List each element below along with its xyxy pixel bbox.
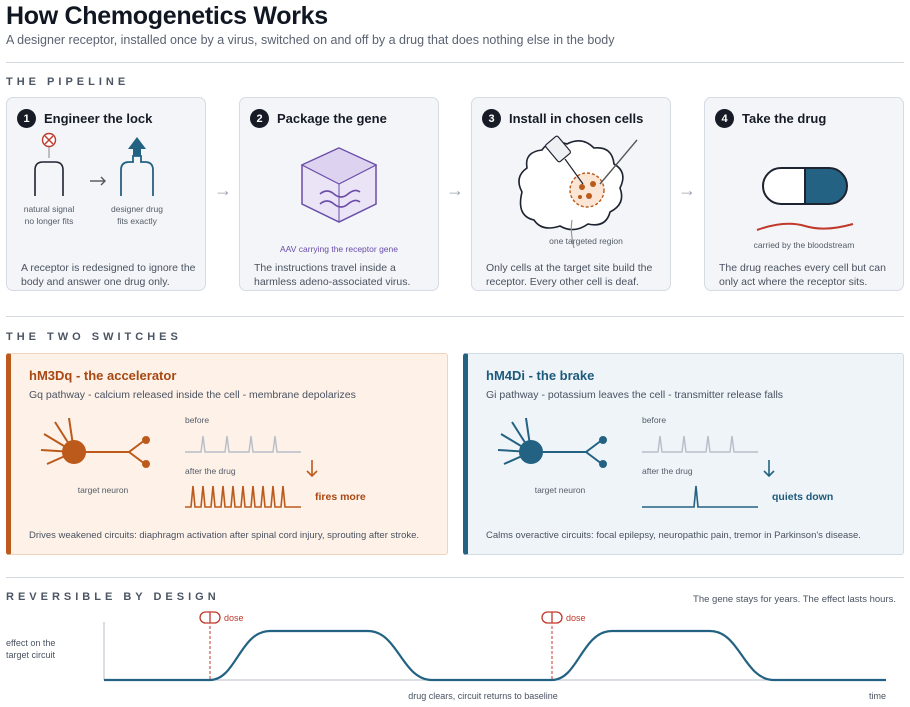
caption: designer drug <box>111 204 163 214</box>
before-label: before <box>185 415 209 425</box>
divider <box>6 62 904 63</box>
effect-curve <box>104 629 886 682</box>
switch-subtitle: Gi pathway - potassium leaves the cell -… <box>486 389 784 401</box>
before-label: before <box>642 415 666 425</box>
capsule-icon <box>762 167 848 205</box>
increased-spike-trace <box>185 485 301 508</box>
dose-marker: dose <box>541 611 586 680</box>
switch-title: hM3Dq - the accelerator <box>29 368 177 383</box>
switch-footer: Calms overactive circuits: focal epileps… <box>486 530 861 541</box>
blocked-signal-icon <box>41 132 57 158</box>
divider <box>6 316 904 317</box>
reduced-spike-trace <box>642 485 758 508</box>
section-label-pipeline: THE PIPELINE <box>6 76 130 88</box>
section-label-switches: THE TWO SWITCHES <box>6 331 182 343</box>
caption: fits exactly <box>117 216 157 226</box>
arrow-down-icon <box>763 460 775 478</box>
caption: AAV carrying the receptor gene <box>280 244 398 254</box>
pipeline-card-1: 1 Engineer the lock natural signal no lo… <box>6 97 206 291</box>
section-label-reversible: REVERSIBLE BY DESIGN <box>6 591 220 603</box>
neuron-icon <box>497 417 607 468</box>
step-number: 4 <box>715 109 734 128</box>
step-title: Engineer the lock <box>44 111 153 126</box>
caption: no longer fits <box>25 216 74 226</box>
natural-receptor-icon <box>34 161 64 196</box>
card-description: The instructions travel inside a harmles… <box>254 262 411 288</box>
page-title: How Chemogenetics Works <box>6 2 328 30</box>
syringe-icon <box>545 135 638 185</box>
caption: one targeted region <box>549 236 623 246</box>
switch-title: hM4Di - the brake <box>486 368 595 383</box>
reversible-timeline: effect on the target circuit dose dose d… <box>6 611 886 701</box>
arrow-right-icon: → <box>214 180 232 200</box>
divider <box>6 577 904 578</box>
pipeline-card-2: 2 Package the gene AAV carrying the rece… <box>239 97 439 291</box>
target-region-icon <box>569 172 605 208</box>
arrow-right-icon <box>90 176 106 186</box>
arrow-right-icon: → <box>678 180 696 200</box>
baseline-spike-trace <box>642 435 758 453</box>
switch-brake: hM4Di - the brake Gi pathway - potassium… <box>463 353 904 555</box>
pipeline-card-3: 3 Install in chosen cells one targeted r… <box>471 97 671 291</box>
page-subtitle: A designer receptor, installed once by a… <box>6 33 615 47</box>
brain-injection-illustration: one targeted region <box>518 135 638 249</box>
switch-footer: Drives weakened circuits: diaphragm acti… <box>29 530 420 541</box>
virus-capsid-icon <box>300 147 378 223</box>
switch-accelerator: hM3Dq - the accelerator Gq pathway - cal… <box>6 353 448 555</box>
capsule-illustration: carried by the bloodstream <box>754 167 855 250</box>
caption: natural signal <box>24 204 75 214</box>
dose-label: dose <box>566 613 586 623</box>
card-header: 2 Package the gene <box>250 109 387 128</box>
card-header: 4 Take the drug <box>715 109 826 128</box>
card-description: Only cells at the target site build the … <box>486 262 653 288</box>
step-number: 1 <box>17 109 36 128</box>
card-description: The drug reaches every cell but can only… <box>719 262 886 288</box>
step-number: 2 <box>250 109 269 128</box>
after-label: after the drug <box>185 466 236 476</box>
arrow-right-icon: → <box>446 180 464 200</box>
bloodstream-icon <box>756 222 854 231</box>
step-title: Take the drug <box>742 111 827 126</box>
baseline-label: drug clears, circuit returns to baseline <box>408 691 558 701</box>
neuron-icon <box>40 417 150 468</box>
step-title: Package the gene <box>277 111 387 126</box>
card-header: 3 Install in chosen cells <box>482 109 643 128</box>
result-label: quiets down <box>772 491 833 503</box>
y-axis-label: target circuit <box>6 650 56 660</box>
dose-label: dose <box>224 613 244 623</box>
neuron-label: target neuron <box>78 485 129 495</box>
baseline-spike-trace <box>185 435 301 453</box>
pipeline-card-4: 4 Take the drug carried by the bloodstre… <box>704 97 904 291</box>
accelerator-diagram: target neuron before after the drug fire… <box>40 415 366 508</box>
aav-illustration: AAV carrying the receptor gene <box>280 147 398 254</box>
designer-receptor-icon <box>120 155 154 196</box>
x-axis-label: time <box>869 691 886 701</box>
step-title: Install in chosen cells <box>509 111 644 126</box>
step-number: 3 <box>482 109 501 128</box>
card-description: A receptor is redesigned to ignore the b… <box>21 262 196 288</box>
arrow-down-icon <box>306 460 318 478</box>
reversible-note: The gene stays for years. The effect las… <box>693 594 896 605</box>
caption: carried by the bloodstream <box>754 240 855 250</box>
card-header: 1 Engineer the lock <box>17 109 152 128</box>
designer-drug-icon <box>128 137 146 156</box>
after-label: after the drug <box>642 466 693 476</box>
lock-illustration: natural signal no longer fits designer d… <box>24 132 163 226</box>
y-axis-label: effect on the <box>6 638 55 648</box>
brake-diagram: target neuron before after the drug quie… <box>497 415 833 508</box>
switch-subtitle: Gq pathway - calcium released inside the… <box>29 389 356 401</box>
neuron-label: target neuron <box>535 485 586 495</box>
result-label: fires more <box>315 491 366 503</box>
dose-marker: dose <box>199 611 244 680</box>
